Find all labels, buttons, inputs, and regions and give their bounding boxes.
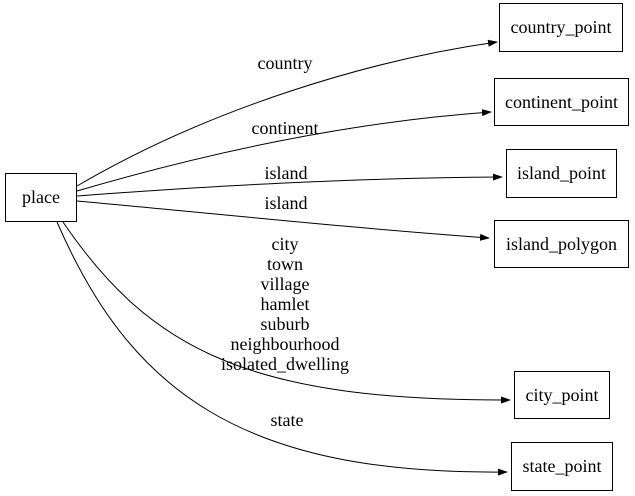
edge-label-line: hamlet — [260, 294, 310, 314]
edge-place-city_point — [62, 221, 511, 404]
node-country-point: country_point — [499, 3, 623, 52]
node-continent-point-label: continent_point — [505, 91, 618, 112]
node-continent-point: continent_point — [494, 78, 629, 126]
edge-label-line: town — [266, 254, 303, 274]
edge-label-state: state — [270, 410, 304, 430]
node-state-point: state_point — [511, 442, 613, 491]
edge-label-island-point: island — [264, 163, 308, 183]
node-island-polygon-label: island_polygon — [506, 233, 617, 254]
edge-place-country_point — [76, 39, 498, 187]
edge-label-city-list: city town village hamlet suburb neighbou… — [221, 234, 349, 374]
edge-label-continent: continent — [251, 118, 319, 138]
edge-place-island_polygon — [76, 200, 490, 241]
node-place: place — [5, 173, 77, 222]
edge-label-line: neighbourhood — [230, 334, 340, 354]
edge-place-island_point — [76, 173, 503, 197]
edge-label-country: country — [257, 53, 313, 73]
edge-label-line: isolated_dwelling — [221, 354, 349, 374]
node-state-point-label: state_point — [522, 456, 602, 476]
node-island-point: island_point — [506, 149, 617, 198]
edge-label-line: village — [260, 274, 310, 294]
edge-label-island-polygon: island — [264, 193, 308, 213]
edge-place-state_point — [56, 221, 508, 476]
node-city-point: city_point — [514, 371, 610, 419]
node-country-point-label: country_point — [510, 17, 612, 37]
node-place-label: place — [22, 187, 60, 207]
edge-label-line: suburb — [260, 314, 310, 334]
node-city-point-label: city_point — [525, 384, 599, 405]
edge-place-continent_point — [76, 109, 492, 192]
node-island-polygon: island_polygon — [494, 220, 629, 268]
node-island-point-label: island_point — [517, 163, 606, 183]
edge-label-line: city — [271, 234, 299, 254]
